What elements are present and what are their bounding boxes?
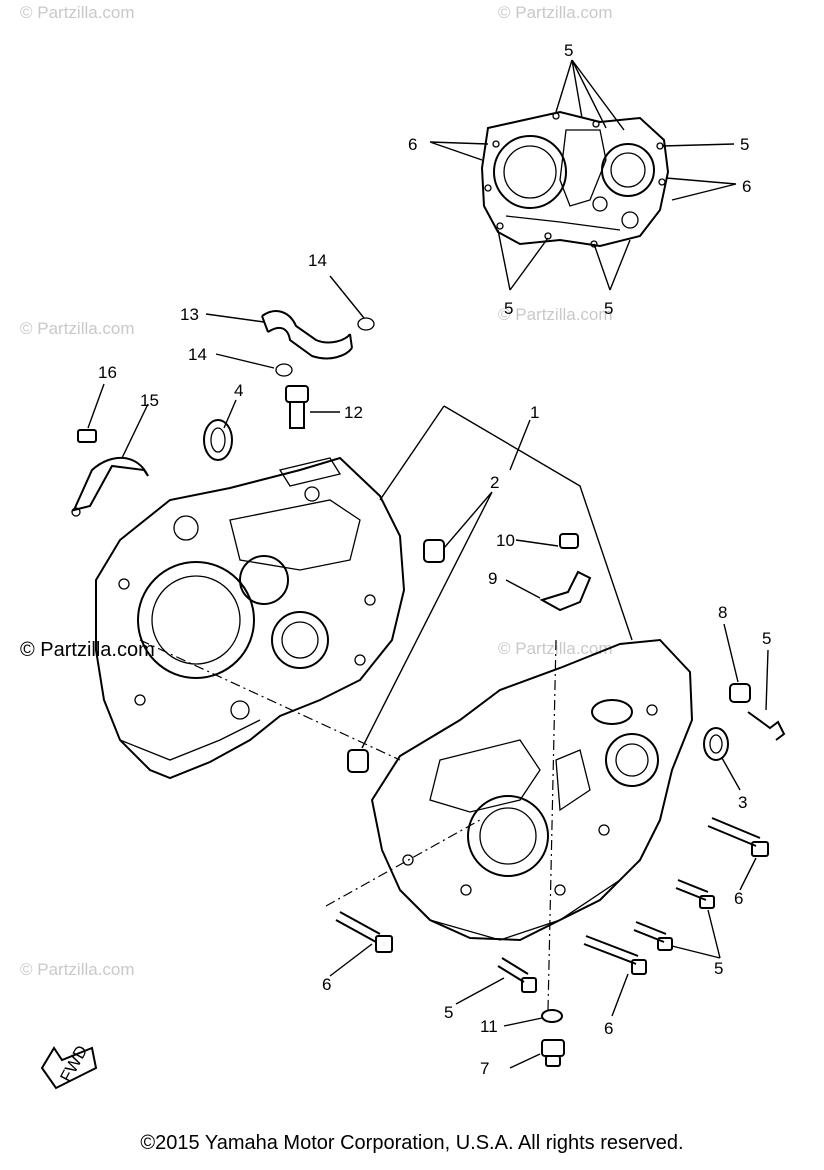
callout-6: 6 <box>604 1019 613 1038</box>
watermark: © Partzilla.com <box>498 3 613 22</box>
callout-1-leader <box>379 405 633 641</box>
callout-5: 5 <box>444 1003 453 1022</box>
bracket-8 <box>505 570 592 612</box>
cover-plate-15 <box>71 403 149 517</box>
watermark: © Partzilla.com <box>20 639 155 661</box>
bolt-9 <box>515 533 579 549</box>
right-crankcase-half <box>370 638 694 942</box>
fitting-7 <box>723 623 751 703</box>
drain-plug-10 <box>509 1039 565 1069</box>
callout-2: 2 <box>490 473 499 492</box>
callout-14: 14 <box>308 251 327 270</box>
left-crankcase-half <box>95 456 406 780</box>
center-line <box>547 639 557 1011</box>
watermark: © Partzilla.com <box>20 319 135 338</box>
callout-9: 10 <box>496 531 515 550</box>
callout-5: 5 <box>604 299 613 318</box>
watermark: © Partzilla.com <box>20 960 135 979</box>
callout-6: 6 <box>742 177 751 196</box>
callout-5: 5 <box>714 959 723 978</box>
bolt-6-bottom <box>583 935 647 1017</box>
fwd-label: FWD <box>56 1042 91 1085</box>
copyright-notice: ©2015 Yamaha Motor Corporation, U.S.A. A… <box>140 1132 684 1154</box>
bolt-5-bottom <box>455 957 537 1005</box>
callout-12: 12 <box>344 403 363 422</box>
callout-8: 9 <box>488 569 497 588</box>
callout-4: 4 <box>234 381 243 400</box>
callout-5: 5 <box>762 629 771 648</box>
bolt-6-long <box>707 817 769 891</box>
oil-seal-3 <box>703 727 741 791</box>
oil-seal-4 <box>203 399 237 461</box>
callout-5: 5 <box>740 135 749 154</box>
watermark-layer: © Partzilla.com © Partzilla.com © Partzi… <box>20 3 613 979</box>
center-line <box>325 819 481 907</box>
callout-11: 11 <box>480 1017 498 1036</box>
fwd-arrow-icon: FWD <box>40 1042 98 1090</box>
callout-6: 6 <box>408 135 417 154</box>
dowel-pin-2 <box>347 491 493 773</box>
bolt-16 <box>77 383 105 443</box>
callout-5: 5 <box>564 41 573 60</box>
callout-13: 13 <box>180 305 199 324</box>
bolt-6-left <box>329 911 393 977</box>
callout-15: 15 <box>140 391 159 410</box>
callout-6: 6 <box>322 975 331 994</box>
callout-14: 14 <box>188 345 207 364</box>
callout-3: 3 <box>738 793 747 812</box>
callout-5: 5 <box>504 299 513 318</box>
callout-layer: 5 6 5 6 5 5 14 13 14 16 15 4 12 1 2 10 9… <box>98 41 771 1078</box>
watermark: © Partzilla.com <box>20 3 135 22</box>
breather-fitting <box>285 385 340 429</box>
callout-10: 7 <box>480 1059 489 1078</box>
center-line <box>139 639 401 761</box>
washer-11 <box>503 1009 563 1027</box>
breather-hose-group <box>205 275 375 377</box>
callout-16: 16 <box>98 363 117 382</box>
callout-1: 1 <box>530 403 539 422</box>
bolt-5-mid <box>633 879 721 959</box>
bolt-5-right <box>747 649 786 741</box>
watermark: © Partzilla.com <box>498 305 613 324</box>
crankcase-assembly-view <box>429 59 737 291</box>
callout-6: 6 <box>734 889 743 908</box>
callout-7: 8 <box>718 603 727 622</box>
